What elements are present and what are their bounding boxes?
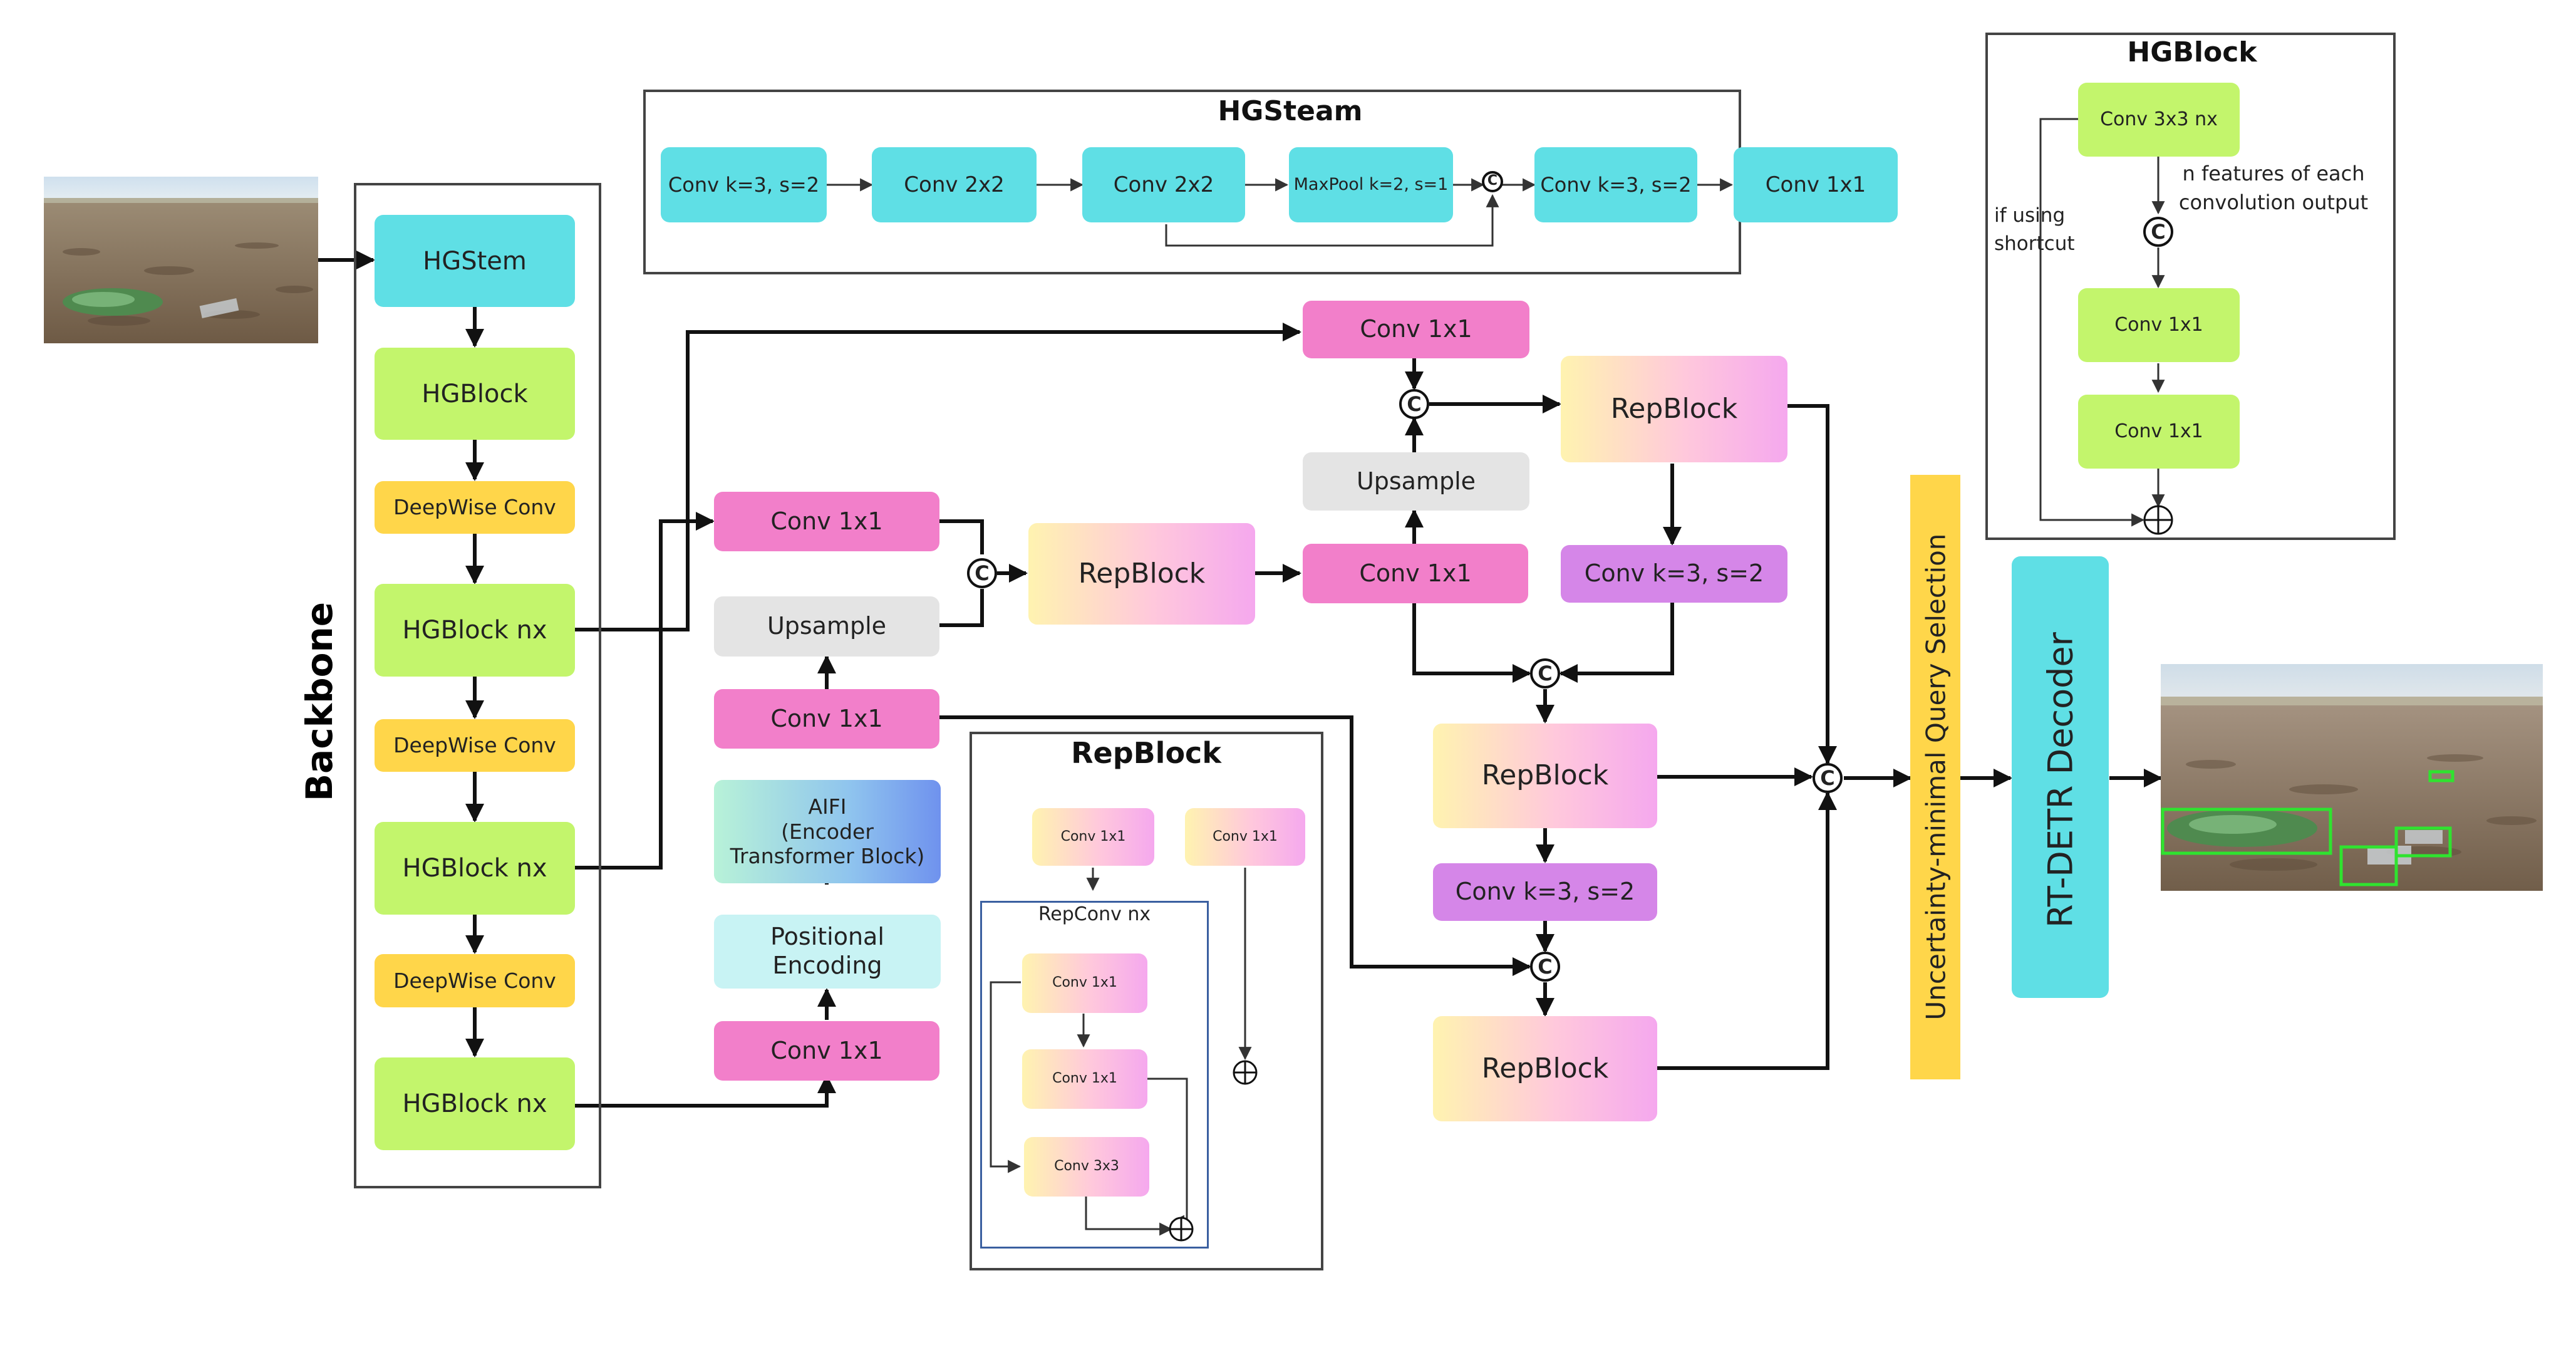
concat-symbol-neck-1: C: [975, 561, 990, 585]
neck-conv-k3-s2-second: Conv k=3, s=2: [1433, 863, 1657, 921]
detection-boxes: [2161, 770, 2454, 886]
hgsteam-title: HGSteam: [1218, 95, 1363, 127]
encoder-conv-1x1-bottom: Conv 1x1: [714, 1021, 939, 1081]
concat-symbol-hgsteam: C: [1487, 173, 1498, 189]
rt-detr-decoder-bar: [2012, 556, 2109, 998]
neck-conv-1x1-top: Conv 1x1: [1303, 301, 1529, 358]
encoder-conv-1x1-top: Conv 1x1: [714, 492, 939, 551]
hgsteam-conv-1x1: Conv 1x1: [1734, 147, 1898, 222]
encoder-positional-encoding: Positional Encoding: [714, 915, 941, 989]
backbone-hgblock: HGBlock: [375, 348, 575, 440]
backbone-frame: [354, 183, 601, 1188]
query-selection-bar: [1910, 475, 1960, 1079]
repblock-detail-frame: [970, 732, 1323, 1270]
concat-symbol-final: C: [1820, 766, 1835, 790]
neck-repblock-mid: RepBlock: [1433, 724, 1657, 828]
concat-symbol-neck-mid: C: [1538, 662, 1553, 685]
hgsteam-conv-k3-s2-second: Conv k=3, s=2: [1534, 147, 1697, 222]
rt-detr-decoder-label: RT-DETR Decoder: [2041, 632, 2080, 928]
hgblock-conv-1x1-first: Conv 1x1: [2078, 288, 2240, 362]
hgblock-note-features: n features of each convolution output: [2178, 162, 2369, 215]
repblock-detail-conv-1x1-right: Conv 1x1: [1185, 808, 1305, 866]
repconv-title: RepConv nx: [1038, 903, 1151, 925]
hgblock-note-shortcut: if using shortcut: [1994, 204, 2075, 255]
concat-symbol-neck-bottom: C: [1538, 955, 1553, 979]
repblock-detail-title: RepBlock: [1071, 736, 1221, 770]
repconv-conv-1x1-first: Conv 1x1: [1022, 953, 1147, 1013]
concat-symbol-neck-top: C: [1407, 392, 1422, 416]
repconv-conv-1x1-second: Conv 1x1: [1022, 1049, 1147, 1109]
backbone-deepwise-conv-2: DeepWise Conv: [375, 719, 575, 772]
hgblock-frame: [1985, 33, 2396, 540]
neck-conv-k3-s2-first: Conv k=3, s=2: [1561, 545, 1787, 603]
backbone-hgblock-nx-1: HGBlock nx: [375, 584, 575, 677]
neck-conv-1x1-after-repblock: Conv 1x1: [1303, 544, 1528, 603]
concat-symbol-hgblock: C: [2151, 220, 2166, 244]
encoder-aifi-transformer-block: AIFI (Encoder Transformer Block): [714, 780, 941, 883]
neck-repblock-1: RepBlock: [1028, 523, 1255, 625]
neck-upsample: Upsample: [1303, 452, 1529, 511]
output-image: [2161, 664, 2543, 891]
input-scene-picture: [44, 177, 318, 343]
hgsteam-conv-k3-s2-first: Conv k=3, s=2: [661, 147, 827, 222]
backbone-hgstem: HGStem: [375, 215, 575, 307]
repblock-detail-conv-1x1-left: Conv 1x1: [1032, 808, 1154, 866]
neck-repblock-top: RepBlock: [1561, 356, 1787, 462]
encoder-conv-1x1-mid: Conv 1x1: [714, 689, 939, 749]
backbone-deepwise-conv-3: DeepWise Conv: [375, 954, 575, 1007]
hgblock-conv-1x1-second: Conv 1x1: [2078, 395, 2240, 469]
repconv-conv-3x3: Conv 3x3: [1024, 1137, 1149, 1197]
backbone-title: Backbone: [298, 601, 341, 802]
hgsteam-maxpool: MaxPool k=2, s=1: [1289, 147, 1453, 222]
backbone-deepwise-conv-1: DeepWise Conv: [375, 481, 575, 534]
hgsteam-conv-2x2-second: Conv 2x2: [1082, 147, 1245, 222]
encoder-upsample: Upsample: [714, 596, 939, 657]
output-scene-picture: [2161, 664, 2543, 891]
hgblock-conv-3x3-nx: Conv 3x3 nx: [2078, 83, 2240, 157]
repconv-frame: [980, 901, 1209, 1249]
query-selection-label: Uncertainty-minimal Query Selection: [1920, 533, 1951, 1020]
hgsteam-conv-2x2-first: Conv 2x2: [872, 147, 1037, 222]
hgblock-title: HGBlock: [2127, 36, 2257, 68]
neck-repblock-bottom: RepBlock: [1433, 1016, 1657, 1121]
input-image: [44, 177, 318, 343]
backbone-hgblock-nx-2: HGBlock nx: [375, 822, 575, 915]
backbone-hgblock-nx-3: HGBlock nx: [375, 1057, 575, 1150]
